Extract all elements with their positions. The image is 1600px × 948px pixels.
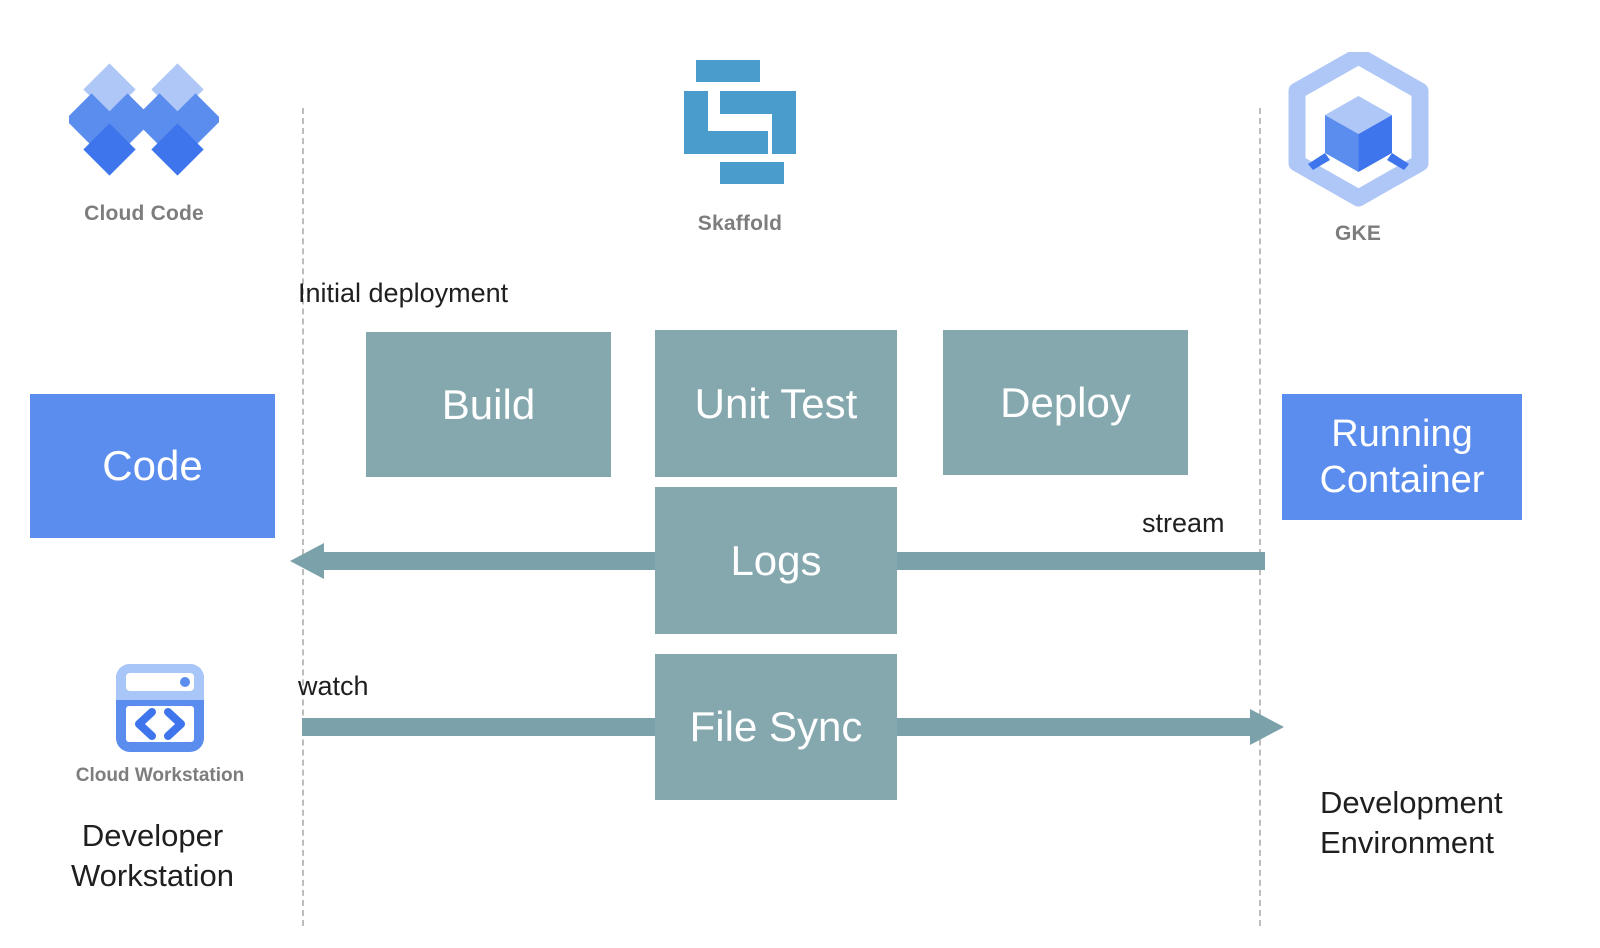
zone-label-development-environment: Development Environment [1320, 785, 1503, 860]
cloud-workstation-code-window-icon [116, 664, 204, 752]
cloud-code-diamonds-icon [69, 63, 219, 176]
gke-caption: GKE [1334, 222, 1382, 245]
skaffold-logo-block: Skaffold [620, 60, 860, 236]
cloud-code-logo-block: Cloud Code [40, 60, 248, 226]
stage-box-file-sync[interactable]: File Sync [655, 654, 897, 800]
label-watch: watch [298, 671, 369, 701]
stage-box-logs[interactable]: Logs [655, 487, 897, 634]
boundary-line-right [1259, 108, 1261, 926]
cloud-workstation-caption: Cloud Workstation [75, 765, 245, 786]
label-stream: stream [1142, 508, 1225, 538]
cloud-workstation-logo-block: Cloud Workstation [55, 662, 265, 787]
label-initial-deployment: Initial deployment [298, 278, 509, 308]
gke-hexagon-cube-icon [1288, 52, 1428, 207]
stage-box-unit-test[interactable]: Unit Test [655, 330, 897, 477]
skaffold-s-blocks-icon [684, 60, 796, 184]
boundary-line-left [302, 108, 304, 926]
stage-box-build[interactable]: Build [366, 332, 611, 477]
endpoint-box-running-container[interactable]: Running Container [1282, 394, 1522, 520]
endpoint-box-code[interactable]: Code [30, 394, 275, 538]
stage-box-deploy[interactable]: Deploy [943, 330, 1188, 475]
skaffold-caption: Skaffold [697, 212, 783, 235]
gke-logo-block: GKE [1255, 52, 1461, 246]
zone-label-developer-workstation: Developer Workstation [70, 818, 235, 893]
cloud-code-caption: Cloud Code [84, 202, 204, 225]
